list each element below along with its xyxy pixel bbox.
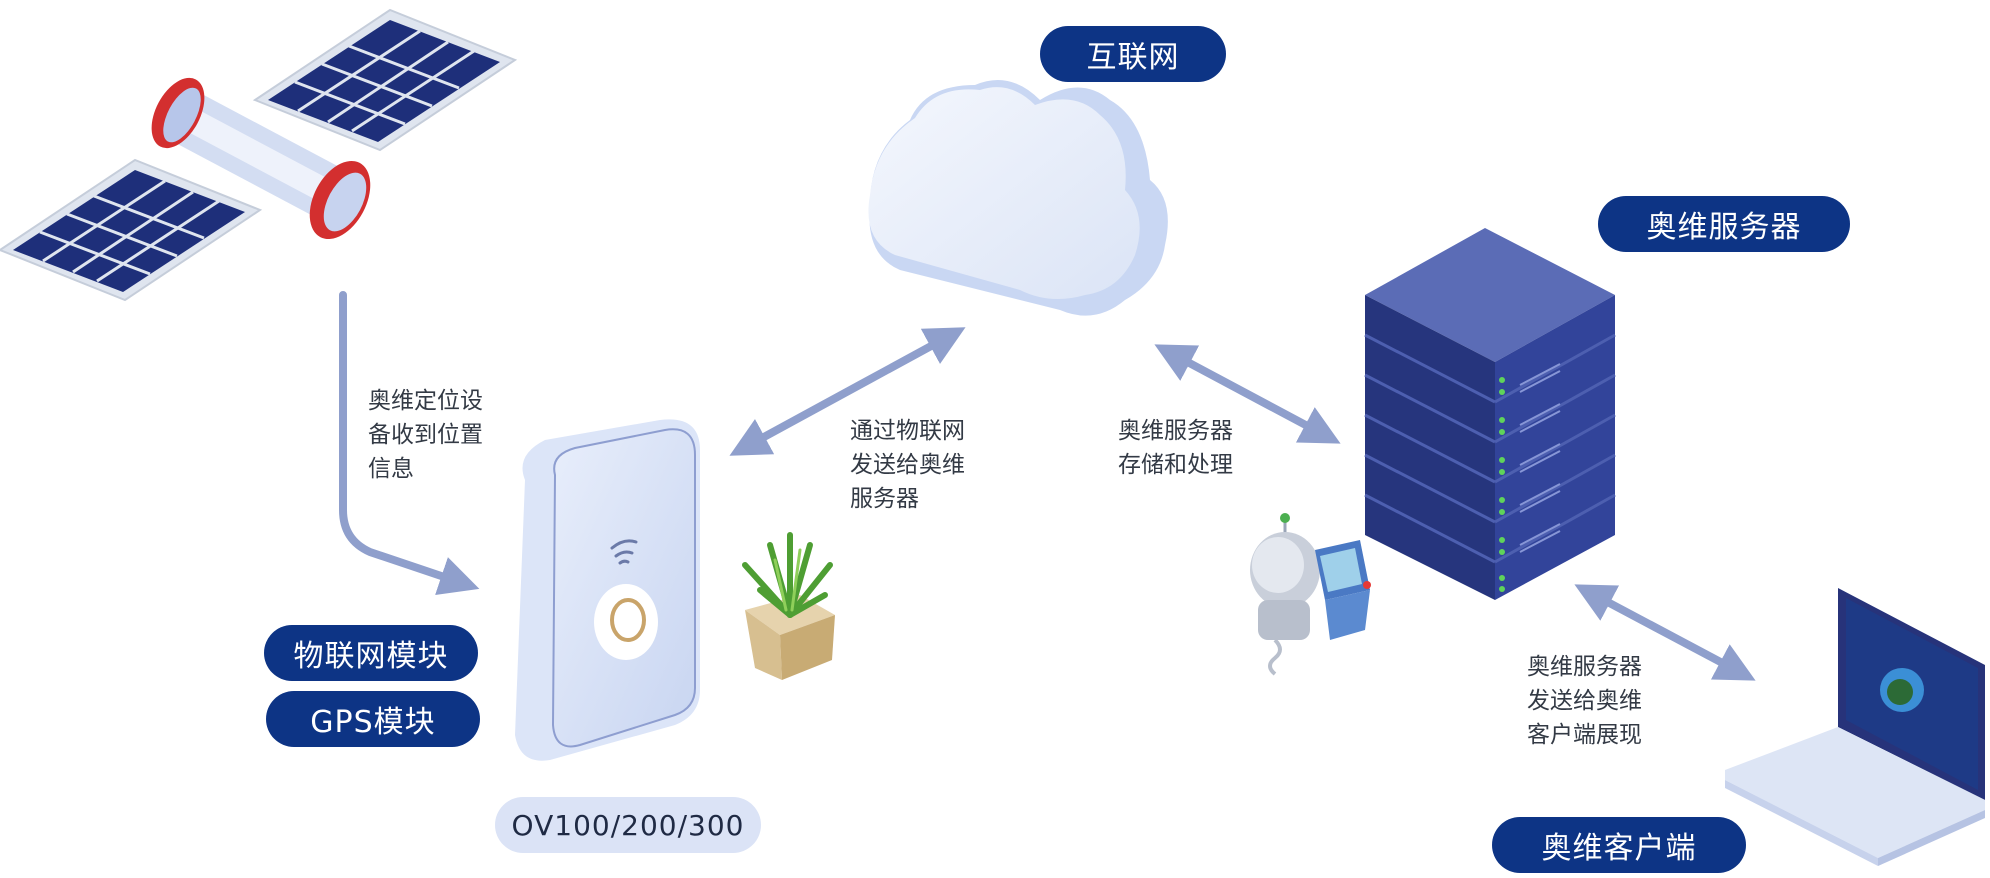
note-line: 服务器 (850, 486, 919, 512)
arrow-device-cloud (729, 327, 966, 456)
device-model-label: OV100/200/300 (495, 797, 761, 853)
gps-module-label: GPS模块 (266, 691, 480, 747)
internet-label: 互联网 (1040, 26, 1226, 82)
note-line: 奥维定位设 (368, 388, 483, 414)
server-label: 奥维服务器 (1598, 196, 1850, 252)
arrow-cloud-server (1154, 344, 1341, 444)
note-line: 通过物联网 (850, 418, 965, 444)
note-server-process: 奥维服务器 存储和处理 (1118, 414, 1233, 482)
note-server-to-client: 奥维服务器 发送给奥维 客户端展现 (1527, 650, 1642, 752)
laptop-icon (1725, 588, 1985, 866)
note-line: 信息 (368, 456, 414, 482)
note-line: 客户端展现 (1527, 722, 1642, 748)
robot-icon (1250, 513, 1371, 676)
note-line: 备收到位置 (368, 422, 483, 448)
arrow-satellite-to-device (339, 291, 480, 596)
note-line: 奥维服务器 (1527, 654, 1642, 680)
satellite-icon (0, 8, 518, 302)
note-line: 发送给奥维 (850, 452, 965, 478)
note-receive: 奥维定位设 备收到位置 信息 (368, 384, 483, 486)
note-send-to-server: 通过物联网 发送给奥维 服务器 (850, 414, 965, 516)
note-line: 奥维服务器 (1118, 418, 1233, 444)
note-line: 发送给奥维 (1527, 688, 1642, 714)
arrow-server-client (1574, 584, 1756, 681)
note-line: 存储和处理 (1118, 452, 1233, 478)
client-label: 奥维客户端 (1492, 817, 1746, 873)
iot-module-label: 物联网模块 (264, 625, 478, 681)
server-rack-icon (1364, 228, 1616, 600)
cloud-icon (868, 80, 1168, 316)
plant-icon (742, 532, 835, 680)
gps-device-icon (515, 419, 700, 761)
